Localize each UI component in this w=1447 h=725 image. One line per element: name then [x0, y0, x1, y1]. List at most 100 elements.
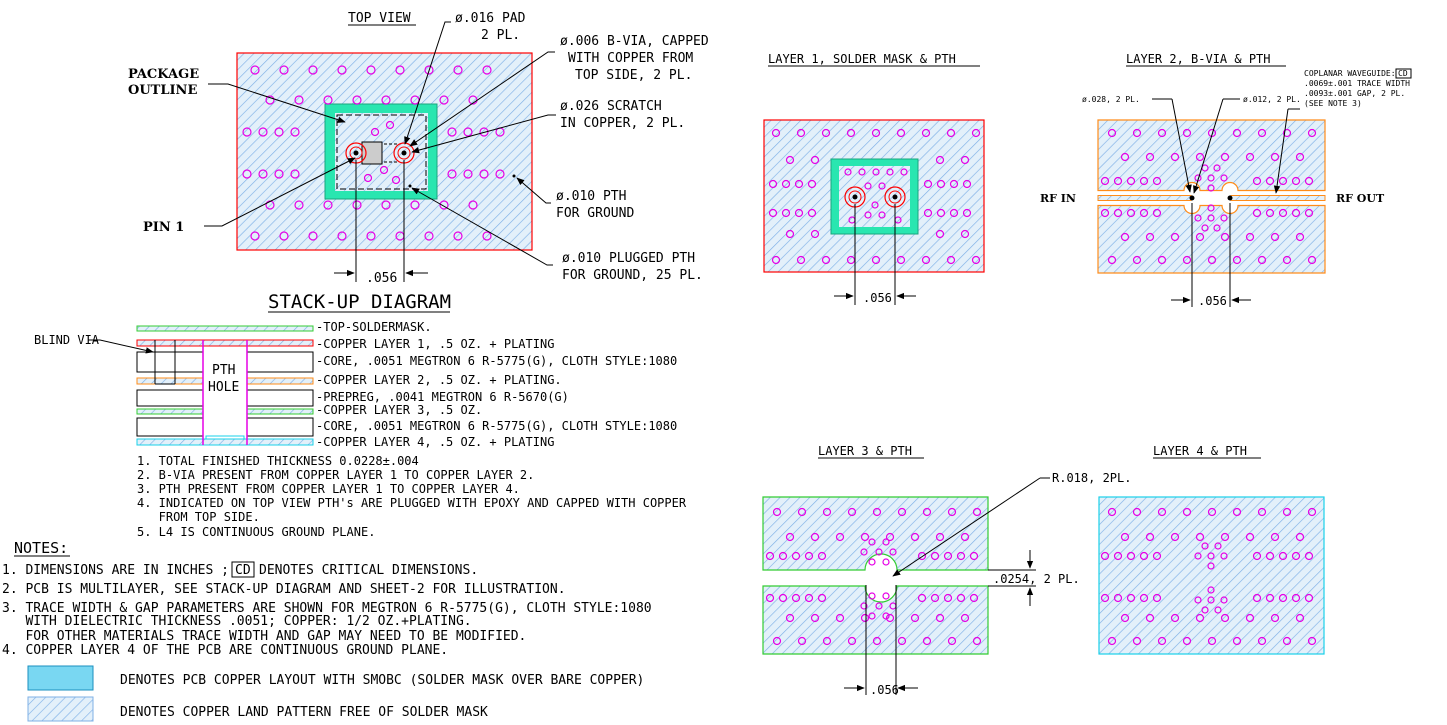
pth-hole [1194, 596, 1202, 604]
pth-hole [1291, 176, 1301, 186]
bvia-note-1: ø.006 B-VIA, CAPPED [560, 34, 709, 49]
pth-hole [922, 507, 932, 517]
pth-hole [1100, 176, 1110, 186]
pth-hole [1307, 636, 1317, 646]
pth-hole [917, 551, 927, 561]
pth-hole [910, 613, 920, 623]
pth-hole [1265, 208, 1275, 218]
pth-hole [381, 200, 391, 210]
pth-hole [1232, 636, 1242, 646]
stack-layer-5: -COPPER LAYER 3, .5 OZ. [316, 403, 482, 417]
pth-hole [797, 507, 807, 517]
pth-hole [956, 551, 966, 561]
pth-hole [971, 255, 981, 265]
pth-hole [1182, 128, 1192, 138]
pth-hole [804, 593, 814, 603]
pth-hole [274, 169, 284, 179]
pth-hole [337, 65, 347, 75]
pth-hole [294, 200, 304, 210]
pth-hole [858, 168, 866, 176]
pth-hole [1214, 606, 1222, 614]
pth-hole [921, 128, 931, 138]
layer-4-pth-holes [1100, 507, 1317, 646]
pth-hole [935, 613, 945, 623]
pth-hole [917, 593, 927, 603]
pth-hole [1126, 593, 1136, 603]
rf-in-trace [1097, 195, 1192, 201]
pth-hole [860, 532, 870, 542]
package-outline [336, 114, 427, 190]
pth-hole [1232, 255, 1242, 265]
cpw-cd-box: CD [1398, 69, 1408, 78]
pth-hole [391, 175, 401, 185]
pth-hole [1307, 507, 1317, 517]
pth-hole [1291, 593, 1301, 603]
pth-hole [381, 95, 391, 105]
legend-land-text: DENOTES COPPER LAND PATTERN FREE OF SOLD… [120, 705, 488, 720]
bvia-note-3: TOP SIDE, 2 PL. [575, 68, 692, 83]
pth-hole [844, 168, 852, 176]
pth-hole [479, 127, 489, 137]
pth-hole [882, 558, 890, 566]
stack-note-5: FROM TOP SIDE. [137, 510, 260, 524]
layer-3-pth-holes [765, 507, 982, 646]
pth-hole [835, 613, 845, 623]
layer-2-d028: ø.028, 2 PL. [1082, 95, 1140, 104]
pth-hole-label-1: PTH [212, 363, 235, 378]
pth-hole [1195, 152, 1205, 162]
pth-hole [935, 229, 945, 239]
note-3a: 3. TRACE WIDTH & GAP PARAMETERS ARE SHOW… [2, 601, 652, 616]
stack-note-3: 3. PTH PRESENT FROM COPPER LAYER 1 TO CO… [137, 482, 520, 496]
pth-hole [1100, 551, 1110, 561]
pth-hole [447, 127, 457, 137]
pth-hole [930, 551, 940, 561]
stack-copper-4 [136, 438, 314, 446]
pth-hole [1157, 255, 1167, 265]
pth-hole [1282, 128, 1292, 138]
pth-hole [1245, 532, 1255, 542]
pth-hole [447, 169, 457, 179]
pth-hole [960, 532, 970, 542]
top-view-pth-holes [242, 65, 505, 241]
pth-hole [1270, 613, 1280, 623]
pth-hole [1220, 214, 1228, 222]
pth-hole [930, 593, 940, 603]
package-note-1: PACKAGE [128, 67, 199, 82]
pth-hole [962, 208, 972, 218]
pth-hole [960, 229, 970, 239]
stack-copper-3-right [246, 408, 314, 415]
layer-2-dimension: .056 [1198, 294, 1227, 308]
layer-1-title: LAYER 1, SOLDER MASK & PTH [768, 52, 956, 66]
pth-hole [1152, 176, 1162, 186]
stackup-title: STACK-UP DIAGRAM [268, 291, 451, 313]
pth-hole [1182, 255, 1192, 265]
pth-hole [1207, 184, 1215, 192]
pth-hole [969, 593, 979, 603]
pth-hole [885, 613, 895, 623]
pth-hole [1282, 507, 1292, 517]
pth-hole [1220, 613, 1230, 623]
stack-layer-0: -TOP-SOLDERMASK. [316, 320, 432, 334]
layer-2-view: LAYER 2, B-VIA & PTH ø.028, 2 PL. ø.012,… [1040, 52, 1412, 308]
pth-hole [352, 95, 362, 105]
pth-hole [463, 127, 473, 137]
pth-hole [279, 65, 289, 75]
stack-copper-2-right [246, 377, 314, 385]
plugged-note-1: ø.010 PLUGGED PTH [562, 251, 695, 266]
pth-hole [765, 551, 775, 561]
layer-1-dimension: .056 [863, 291, 892, 305]
pth-hole [1278, 593, 1288, 603]
pth-hole [871, 128, 881, 138]
pth-hole [885, 532, 895, 542]
pth-hole [323, 95, 333, 105]
pth-hole [439, 200, 449, 210]
pth-hole [1152, 208, 1162, 218]
pth-hole [308, 65, 318, 75]
pth-hole [1295, 532, 1305, 542]
pth-hole [290, 127, 300, 137]
pth-hole [1120, 152, 1130, 162]
pth-hole [936, 179, 946, 189]
pth-hole [1170, 232, 1180, 242]
pth-hole [817, 593, 827, 603]
